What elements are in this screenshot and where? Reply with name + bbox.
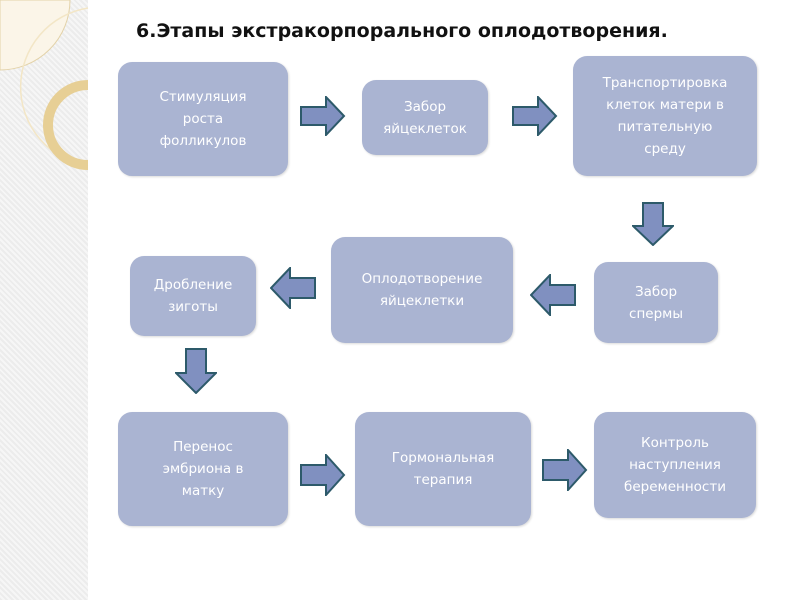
step-egg-retrieval: Забор яйцеклеток [362,80,488,155]
step-label: Забор яйцеклеток [383,98,467,137]
step-embryo-transfer: Перенос эмбриона в матку [118,412,288,526]
arrow-down-icon [632,202,674,246]
arrow-left-icon [530,274,576,316]
arrow-left-icon [270,267,316,309]
step-label: Стимуляция роста фолликулов [159,89,247,149]
decorative-circles [0,0,89,170]
step-label: Гормональная терапия [391,450,495,488]
step-cleavage: Дробление зиготы [130,256,256,336]
step-label: Контроль наступления беременности [624,435,726,495]
step-transport: Транспортировка клеток матери в питатель… [573,56,757,176]
step-label: Оплодотворение яйцеклетки [361,271,483,309]
decorative-side-strip [0,0,88,600]
step-stimulation: Стимуляция роста фолликулов [118,62,288,176]
arrow-right-icon [542,449,588,491]
step-hormone-therapy: Гормональная терапия [355,412,531,526]
slide-title: 6.Этапы экстракорпорального оплодотворен… [136,20,668,42]
arrow-right-icon [300,454,346,496]
step-sperm-collection: Забор спермы [594,262,718,343]
step-label: Забор спермы [629,283,683,322]
step-label: Транспортировка клеток матери в питатель… [602,75,728,157]
step-fertilization: Оплодотворение яйцеклетки [331,237,513,343]
step-label: Дробление зиготы [153,277,233,315]
arrow-down-icon [175,348,217,394]
step-pregnancy-control: Контроль наступления беременности [594,412,756,518]
arrow-right-icon [300,96,346,136]
arrow-right-icon [512,96,558,136]
step-label: Перенос эмбриона в матку [162,439,244,499]
